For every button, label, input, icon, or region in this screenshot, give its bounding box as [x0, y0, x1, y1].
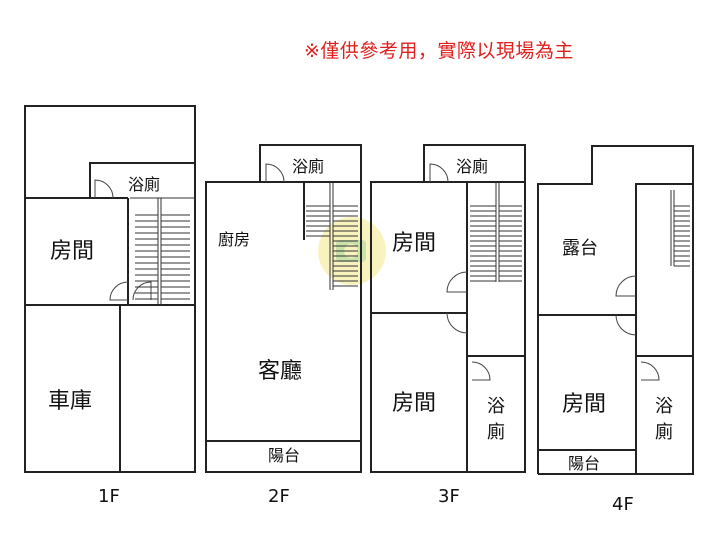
floor-label-1f: 1F: [98, 486, 120, 507]
door-1f-bedroom: [109, 281, 129, 301]
door-3f-bedroom-bottom: [446, 312, 468, 334]
floor-label-4f: 4F: [612, 494, 634, 515]
room-4f-bath-side-char-2: 廁: [655, 421, 673, 443]
door-2f-bath: [265, 163, 285, 183]
room-4f-bath-side-char-1: 浴: [655, 396, 673, 417]
floor-label-2f: 2F: [268, 486, 290, 507]
door-4f-terrace: [615, 275, 637, 297]
room-4f-bedroom: 房間: [562, 392, 606, 417]
room-2f-living: 客廳: [258, 359, 302, 384]
room-2f-kitchen: 廚房: [218, 230, 250, 249]
room-3f-bath-side-char-2: 廁: [487, 421, 505, 443]
room-3f-bedroom-top: 房間: [392, 231, 436, 256]
room-3f-bedroom-bottom: 房間: [392, 391, 436, 416]
room-4f-terrace: 露台: [562, 238, 598, 259]
floor-1f: 浴廁 房間 車庫: [24, 105, 196, 473]
floor-4f: 露台 房間 陽台 浴 廁: [537, 145, 694, 475]
floor-2f: 浴廁 廚房 客廳 陽台: [205, 144, 362, 473]
door-3f-bath-top: [429, 163, 449, 183]
disclaimer-note: ※僅供參考用，實際以現場為主: [304, 40, 574, 62]
door-3f-bedroom-top: [446, 271, 468, 293]
stairs-3f: [495, 182, 500, 282]
door-3f-bath-side: [471, 361, 491, 381]
room-2f-bath: 浴廁: [292, 157, 324, 176]
stairs-4f: [670, 190, 675, 266]
door-4f-bedroom: [615, 314, 637, 336]
door-1f-bath: [94, 179, 114, 199]
floor-label-3f: 3F: [438, 486, 460, 507]
door-1f-stair: [132, 281, 152, 301]
door-4f-bath-side: [640, 361, 660, 381]
room-1f-garage: 車庫: [48, 389, 92, 414]
room-1f-bedroom: 房間: [50, 239, 94, 264]
room-3f-bath-top: 浴廁: [456, 157, 488, 176]
room-3f-bath-side-char-1: 浴: [487, 396, 505, 417]
room-1f-bath: 浴廁: [128, 175, 160, 194]
room-2f-balcony: 陽台: [268, 446, 300, 465]
floor-3f: 浴廁 房間 房間 浴 廁: [370, 144, 526, 473]
room-4f-balcony: 陽台: [568, 454, 600, 473]
